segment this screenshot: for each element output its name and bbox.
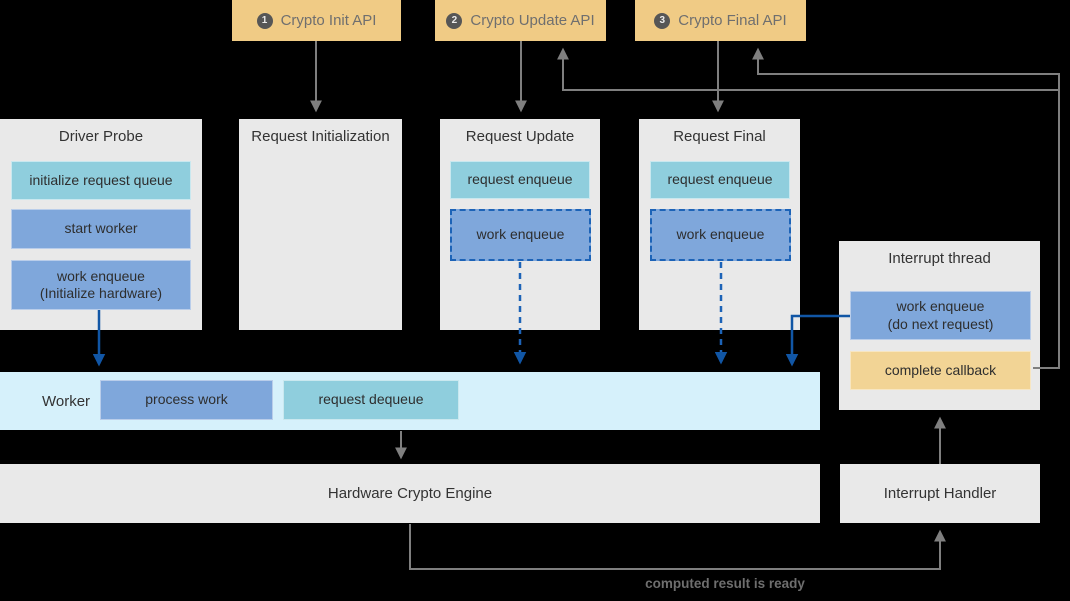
crypto-init-api-label: Crypto Init API <box>280 12 377 29</box>
crypto-update-api-label: Crypto Update API <box>470 12 595 29</box>
crypto-update-api-box: 2 Crypto Update API <box>435 0 606 41</box>
worker-label: Worker <box>41 392 91 410</box>
process-work-step: process work <box>100 380 273 420</box>
request-final-column: Request Final request enqueue work enque… <box>639 119 800 330</box>
crypto-final-api-label: Crypto Final API <box>678 12 787 29</box>
step-3-badge-icon: 3 <box>654 12 671 29</box>
work-enqueue-init-hw-line1: work enqueue <box>57 267 145 284</box>
work-enqueue-init-hw-line2: (Initialize hardware) <box>39 285 163 301</box>
start-worker-step: start worker <box>11 209 191 249</box>
work-enqueue-do-next-line1: work enqueue <box>896 298 985 314</box>
work-enqueue-do-next-step: work enqueue (do next request) <box>850 291 1031 340</box>
complete-callback-step: complete callback <box>850 351 1031 390</box>
work-enqueue-final-step: work enqueue <box>650 209 791 261</box>
driver-probe-column: Driver Probe initialize request queue st… <box>0 119 202 330</box>
interrupt-thread-panel: Interrupt thread work enqueue (do next r… <box>839 241 1040 410</box>
engine-to-interrupt-handler-arrow <box>409 524 946 570</box>
request-enqueue-final-step: request enqueue <box>650 161 790 199</box>
hardware-crypto-engine-band: Hardware Crypto Engine <box>0 464 820 523</box>
work-enqueue-do-next-line2: (do next request) <box>887 315 994 332</box>
request-enqueue-update-step: request enqueue <box>450 161 590 199</box>
crypto-init-api-box: 1 Crypto Init API <box>232 0 401 41</box>
step-1-badge-icon: 1 <box>256 12 273 29</box>
step-2-badge-icon: 2 <box>446 12 463 29</box>
hardware-crypto-engine-label: Hardware Crypto Engine <box>327 485 493 502</box>
request-update-title: Request Update <box>465 128 575 145</box>
request-final-title: Request Final <box>673 128 766 145</box>
initialize-request-queue-step: initialize request queue <box>11 161 191 200</box>
request-dequeue-step: request dequeue <box>283 380 459 420</box>
request-initialization-column: Request Initialization <box>239 119 402 330</box>
interrupt-handler-box: Interrupt Handler <box>840 464 1040 523</box>
callback-to-update-api-arrow <box>557 47 1059 91</box>
request-update-column: Request Update request enqueue work enqu… <box>440 119 600 330</box>
crypto-final-api-box: 3 Crypto Final API <box>635 0 806 41</box>
work-enqueue-update-step: work enqueue <box>450 209 591 261</box>
worker-band: Worker process work request dequeue <box>0 372 820 430</box>
request-initialization-title: Request Initialization <box>251 128 390 145</box>
interrupt-thread-title: Interrupt thread <box>888 250 991 267</box>
driver-probe-title: Driver Probe <box>58 128 144 145</box>
work-enqueue-init-hw-step: work enqueue (Initialize hardware) <box>11 260 191 310</box>
computed-result-annotation: computed result is ready <box>645 576 805 591</box>
interrupt-handler-label: Interrupt Handler <box>883 485 997 502</box>
